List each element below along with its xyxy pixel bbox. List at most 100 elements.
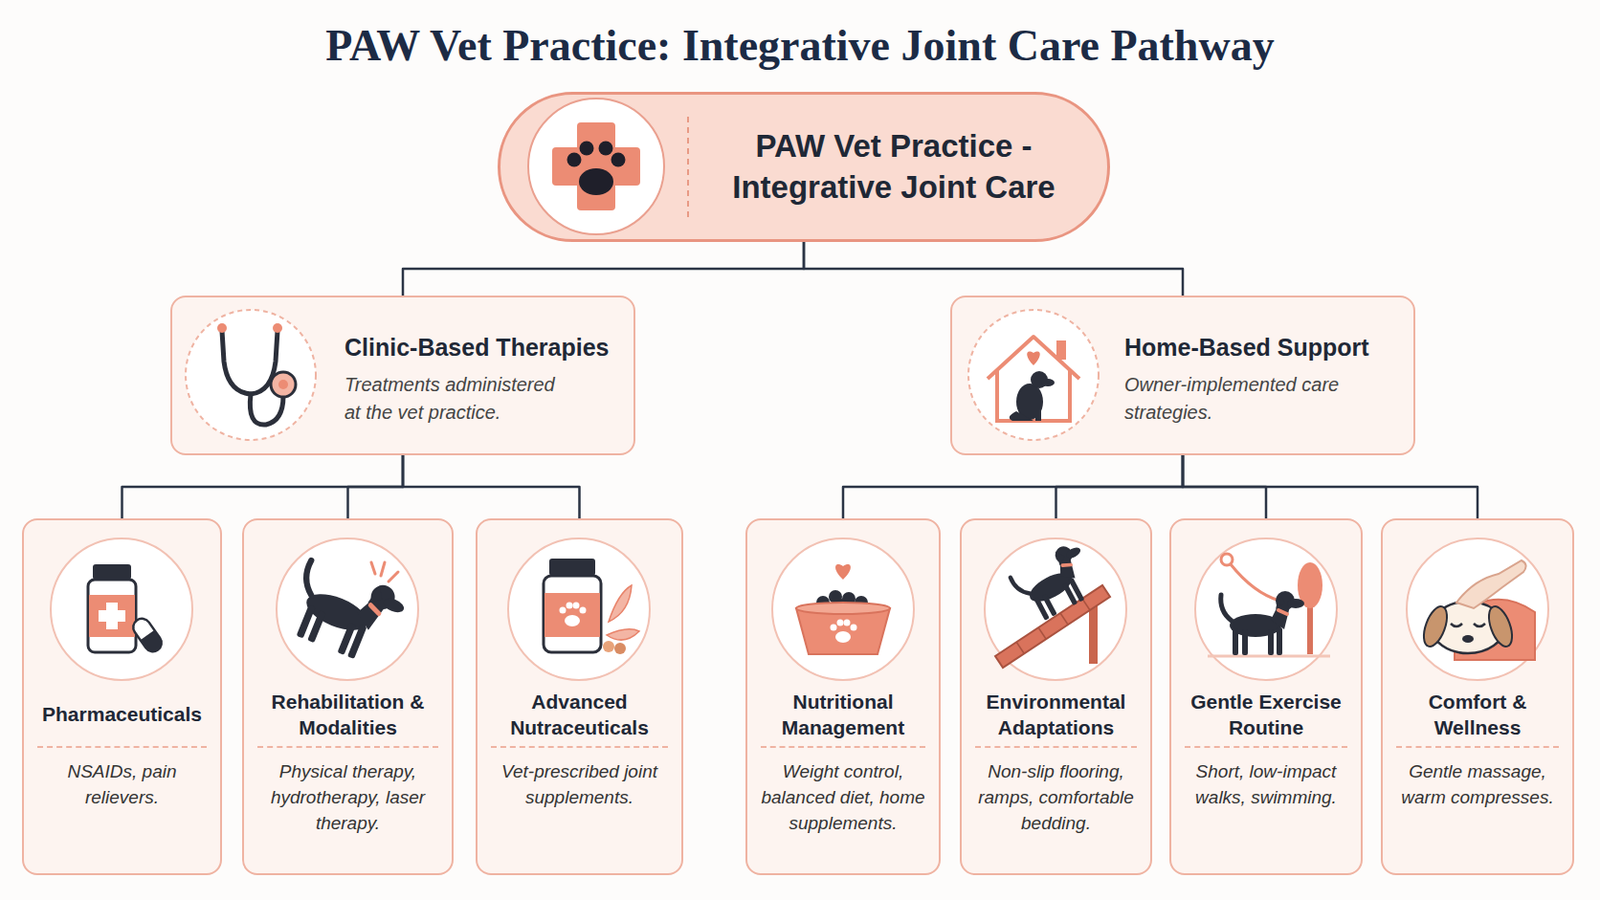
node-heading: Nutritional Management	[760, 683, 926, 749]
medicine-bottle-icon-part	[88, 579, 136, 653]
supplement-jar-icon-part	[564, 615, 580, 627]
play-bow-dog-icon-part	[388, 572, 399, 582]
food-bowl-icon-part	[850, 624, 858, 632]
root-icon-part	[611, 153, 626, 168]
sleeping-puppy-icon-part	[1473, 623, 1486, 627]
node-description: NSAIDs, pain relievers.	[23, 748, 221, 812]
play-bow-dog-icon-part	[282, 555, 410, 670]
food-bowl-icon-part	[835, 631, 851, 644]
ramp-icon-part	[1060, 613, 1068, 625]
house-icon-part	[1030, 371, 1048, 389]
root-icon-part	[687, 116, 689, 219]
supplement-jar-icon-part	[544, 593, 600, 638]
supplement-jar-icon-part	[579, 607, 587, 615]
therapy-card: Advanced NutraceuticalsVet-prescribed jo…	[475, 518, 684, 876]
medicine-bottle-icon-part	[98, 610, 126, 623]
node-heading: Rehabilitation & Modalities	[257, 683, 439, 749]
walking-dog-icon-part	[1207, 655, 1331, 659]
walking-dog-icon-part	[1307, 600, 1313, 655]
support-card: Environmental AdaptationsNon-slip floori…	[959, 518, 1153, 876]
food-bowl-icon-part	[835, 564, 851, 580]
node-heading: Advanced Nutraceuticals	[490, 683, 668, 749]
ramp-icon-part	[1038, 627, 1046, 640]
node-description: Physical therapy, hydrotherapy, laser th…	[244, 748, 452, 838]
walking-dog-icon-part	[1221, 591, 1305, 656]
supplement-jar-icon-part	[549, 558, 596, 577]
medicine-bottle-icon-part-part	[140, 630, 166, 656]
stethoscope-icon	[185, 310, 316, 441]
tree-connector	[843, 455, 1183, 519]
node-heading: Comfort & Wellness	[1396, 683, 1559, 749]
stethoscope-icon-part	[249, 394, 284, 425]
node-heading: Environmental Adaptations	[975, 683, 1137, 749]
tree-connector	[1182, 455, 1478, 519]
food-bowl-icon-part	[842, 592, 856, 606]
sleeping-puppy-icon-part	[1406, 538, 1549, 681]
stethoscope-icon-part	[222, 331, 278, 395]
medicine-bottle-icon	[50, 538, 193, 681]
ramp-icon-part	[1008, 539, 1103, 626]
house-icon-part	[1016, 383, 1044, 421]
medicine-bottle-icon-part-part	[130, 615, 166, 655]
supplement-jar-icon-part	[602, 641, 615, 653]
medicine-bottle-icon-part	[88, 595, 135, 638]
sleeping-puppy-icon-part	[1454, 600, 1535, 661]
medicine-bottle-icon-part	[130, 615, 166, 655]
house-icon-part	[1056, 340, 1067, 360]
supplement-jar-icon-part	[614, 643, 626, 655]
house-icon-part	[968, 310, 1099, 441]
sleeping-puppy-icon-part	[1419, 603, 1452, 650]
node-description: Non-slip flooring, ramps, comfortable be…	[961, 748, 1151, 838]
support-card: Comfort & WellnessGentle massage, warm c…	[1380, 518, 1575, 876]
food-bowl-icon-part	[854, 596, 868, 610]
therapy-card: Rehabilitation & ModalitiesPhysical ther…	[242, 518, 454, 876]
food-bowl-icon-part	[844, 620, 851, 627]
diagram-title: PAW Vet Practice: Integrative Joint Care…	[0, 19, 1600, 73]
supplement-jar-icon-part	[559, 607, 567, 615]
root-icon	[528, 98, 689, 235]
house-icon-part	[1041, 378, 1055, 387]
ramp-icon-part	[1016, 642, 1024, 654]
ramp-icon	[984, 538, 1127, 681]
root-icon-part	[599, 141, 614, 156]
category-box: Clinic-Based TherapiesTreatments adminis…	[170, 295, 636, 456]
node-heading: Home-Based Support	[1124, 332, 1397, 364]
supplement-jar-icon-part	[566, 602, 574, 610]
food-bowl-icon-part	[796, 608, 890, 655]
house-icon-part	[1035, 400, 1042, 422]
supplement-jar-icon	[508, 538, 650, 681]
medicine-bottle-icon-part	[50, 538, 193, 681]
house-icon-part	[987, 336, 1080, 379]
root-node: PAW Vet Practice - Integrative Joint Car…	[497, 91, 1111, 243]
sleeping-puppy-icon-part	[1431, 601, 1505, 654]
play-bow-dog-icon	[276, 538, 419, 681]
sleeping-puppy-icon-part	[1450, 623, 1463, 627]
tree-connector	[1056, 455, 1184, 519]
stethoscope-icon-part	[185, 310, 316, 441]
root-icon-part	[528, 98, 665, 235]
node-description: Weight control, balanced diet, home supp…	[747, 748, 939, 838]
root-icon-part	[552, 147, 641, 186]
food-bowl-icon-part	[835, 599, 849, 613]
tree-connector	[122, 455, 404, 519]
tree-connector	[402, 455, 580, 519]
support-card: Nutritional ManagementWeight control, ba…	[745, 518, 941, 876]
walking-dog-icon-part	[1230, 564, 1280, 601]
house-icon-part	[1009, 411, 1034, 422]
sleeping-puppy-icon-part	[1484, 603, 1517, 650]
play-bow-dog-icon-part	[380, 562, 385, 577]
walking-dog-icon-part	[1297, 562, 1323, 609]
node-heading: Gentle Exercise Routine	[1184, 683, 1348, 749]
stethoscope-icon-part	[217, 323, 227, 334]
node-description: Gentle massage, warm compresses.	[1382, 748, 1573, 812]
supplement-jar-icon-part	[606, 629, 640, 641]
tree-connector	[348, 455, 404, 519]
stethoscope-icon-part	[278, 379, 289, 390]
ramp-icon-part	[984, 538, 1127, 681]
food-bowl-icon-part	[816, 596, 830, 610]
node-description: Treatments administered at the vet pract…	[344, 371, 563, 427]
food-bowl-icon	[772, 538, 914, 681]
house-icon-part	[997, 370, 1070, 422]
stethoscope-icon-part	[270, 372, 296, 398]
